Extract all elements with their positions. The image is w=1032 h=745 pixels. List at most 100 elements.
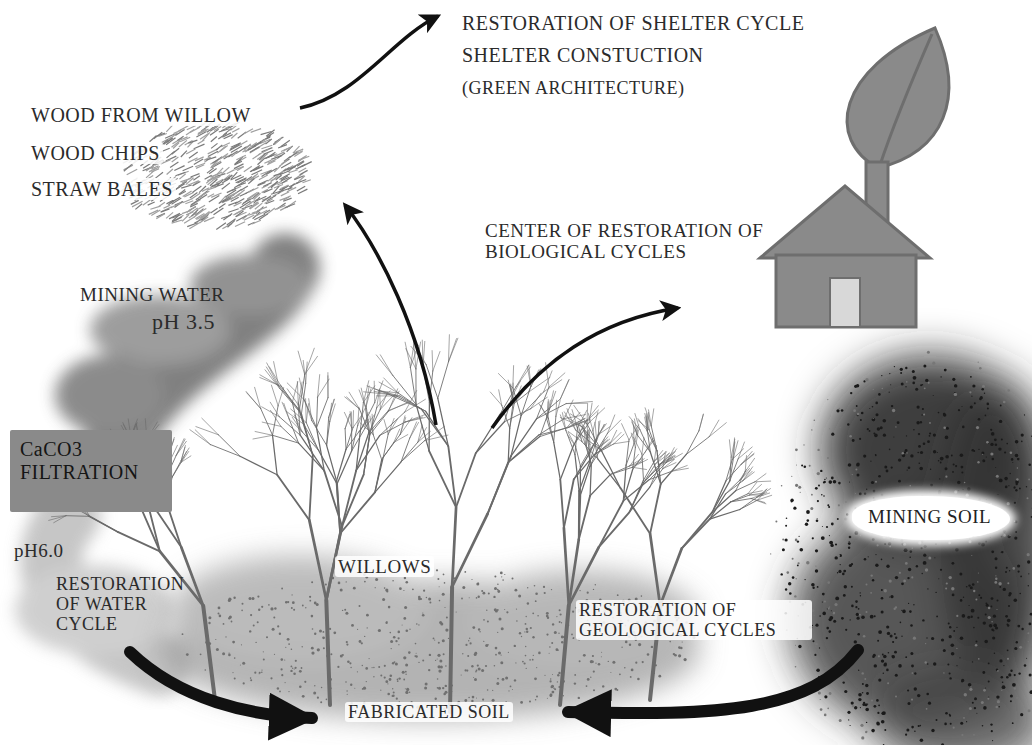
speckle — [1016, 641, 1018, 643]
speckle — [886, 565, 889, 568]
speckle — [279, 633, 281, 635]
speckle — [873, 497, 875, 499]
speckle — [940, 462, 942, 464]
chip-stroke — [161, 207, 172, 212]
speckle — [536, 667, 537, 668]
speckle — [924, 545, 927, 548]
speckle — [795, 484, 798, 487]
speckle — [1013, 567, 1016, 570]
speckle — [465, 669, 467, 671]
speckle — [983, 689, 986, 692]
speckle — [544, 675, 545, 676]
speckle — [810, 507, 813, 510]
speckle — [549, 653, 550, 654]
speckle — [366, 614, 369, 617]
speckle — [860, 595, 861, 596]
speckle — [820, 708, 823, 711]
speckle — [886, 669, 889, 672]
speckle — [841, 409, 844, 412]
chip-stroke — [219, 203, 226, 208]
speckle — [862, 692, 864, 694]
speckle — [906, 729, 909, 732]
speckle — [856, 613, 859, 616]
speckle — [1007, 624, 1009, 626]
speckle — [904, 548, 908, 552]
speckle — [817, 586, 819, 588]
speckle — [281, 658, 284, 661]
speckle — [831, 477, 834, 480]
speckle — [1030, 613, 1032, 616]
speckle — [346, 644, 348, 646]
speckle — [257, 596, 259, 598]
speckle — [416, 623, 418, 625]
speckle — [320, 701, 322, 703]
speckle — [1012, 462, 1013, 463]
speckle — [346, 581, 347, 582]
chip-stroke — [235, 160, 241, 165]
speckle — [658, 675, 661, 678]
chip-stroke — [146, 165, 154, 171]
speckle — [535, 593, 538, 596]
speckle — [995, 567, 997, 569]
speckle — [1015, 480, 1019, 484]
speckle — [241, 644, 242, 645]
speckle — [912, 370, 915, 373]
speckle — [995, 575, 996, 576]
speckle — [875, 564, 878, 567]
speckle — [830, 544, 833, 547]
speckle — [908, 603, 909, 604]
speckle — [1018, 672, 1020, 674]
speckle — [353, 587, 356, 590]
speckle — [406, 581, 409, 584]
speckle — [870, 461, 871, 462]
speckle — [1001, 690, 1002, 691]
speckle — [939, 478, 940, 479]
speckle — [501, 655, 502, 656]
speckle — [1015, 531, 1017, 533]
speckle — [186, 653, 189, 656]
speckle — [292, 594, 293, 595]
speckle — [398, 637, 400, 639]
chip-stroke — [222, 178, 230, 183]
speckle — [321, 687, 322, 688]
speckle — [1009, 570, 1010, 571]
speckle — [871, 700, 873, 702]
speckle — [346, 690, 347, 691]
speckle — [995, 467, 996, 468]
speckle — [445, 685, 447, 687]
speckle — [281, 668, 283, 670]
chip-stroke — [227, 170, 235, 174]
chip-stroke — [213, 157, 223, 164]
speckle — [912, 382, 915, 385]
speckle — [554, 688, 556, 690]
speckle — [798, 562, 800, 564]
chip-stroke — [252, 220, 261, 224]
speckle — [471, 579, 472, 580]
chip-stroke — [172, 148, 179, 154]
speckle — [382, 598, 385, 601]
speckle — [848, 719, 849, 720]
speckle — [858, 693, 862, 697]
speckle — [806, 561, 809, 564]
speckle — [472, 696, 475, 699]
speckle — [909, 610, 912, 613]
speckle — [391, 648, 392, 649]
speckle — [357, 671, 358, 672]
speckle — [900, 368, 903, 371]
chip-stroke — [224, 154, 233, 159]
willow-branch — [181, 547, 203, 606]
speckle — [557, 681, 558, 682]
speckle — [872, 538, 875, 541]
speckle — [941, 638, 944, 641]
speckle — [1027, 632, 1029, 634]
speckle — [790, 499, 793, 502]
speckle — [873, 420, 875, 422]
chip-stroke — [154, 132, 163, 139]
speckle — [345, 681, 347, 683]
speckle — [828, 608, 830, 610]
speckle — [903, 543, 906, 546]
speckle — [981, 451, 984, 454]
chip-stroke — [175, 130, 184, 136]
speckle — [467, 655, 469, 657]
speckle — [240, 665, 241, 666]
